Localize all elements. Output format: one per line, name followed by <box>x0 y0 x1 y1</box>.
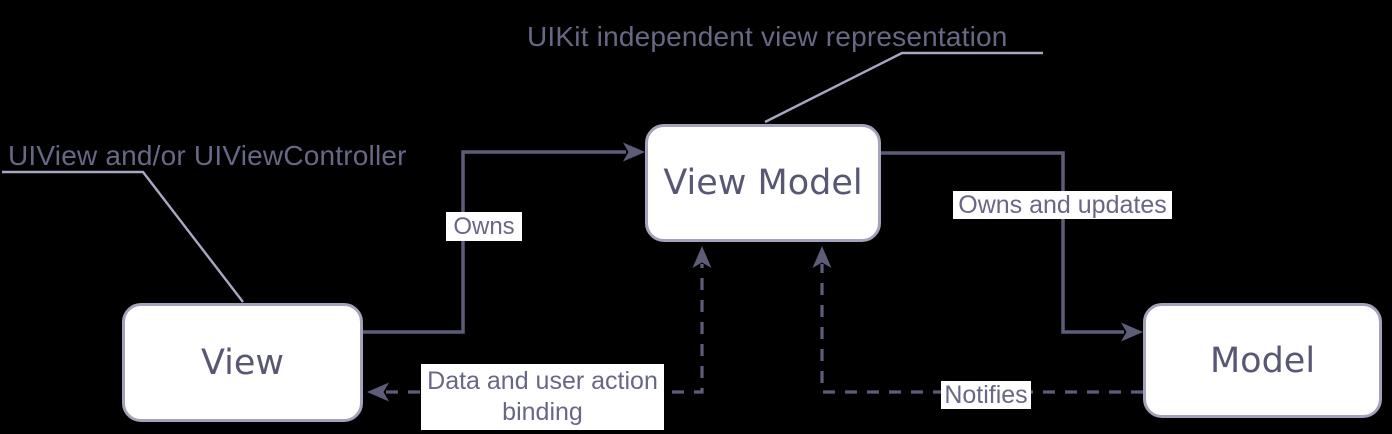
edge-binding-arrowhead-up-icon <box>692 246 712 268</box>
edge-binding-line <box>386 264 704 394</box>
view-annotation: UIView and/or UIViewController <box>8 140 407 171</box>
node-model-label: Model <box>1209 340 1316 381</box>
node-view-model: View Model <box>645 124 881 242</box>
edge-notifies-line <box>820 264 1143 394</box>
edge-label-notifies: Notifies <box>941 381 1031 409</box>
node-view: View <box>122 303 363 422</box>
diagram-title: UIKit independent view representation <box>527 21 1008 52</box>
edge-label-owns: Owns <box>446 212 522 241</box>
edge-owns-line <box>363 150 626 334</box>
node-model: Model <box>1143 303 1382 418</box>
node-view-model-label: View Model <box>663 163 863 203</box>
edge-owns-updates-arrowhead-icon <box>1121 322 1143 342</box>
edge-owns-arrowhead-icon <box>623 142 645 162</box>
node-view-label: View <box>200 342 285 383</box>
title-leader-line <box>764 51 1043 124</box>
edge-owns-updates-line <box>881 151 1124 334</box>
edge-notifies-arrowhead-icon <box>812 246 832 268</box>
edge-binding-arrowhead-left-icon <box>367 382 389 402</box>
edge-label-owns-and-updates: Owns and updates <box>953 191 1172 219</box>
annotation-leader-line <box>2 170 244 303</box>
edge-label-data-binding: Data and user action binding <box>421 364 664 430</box>
